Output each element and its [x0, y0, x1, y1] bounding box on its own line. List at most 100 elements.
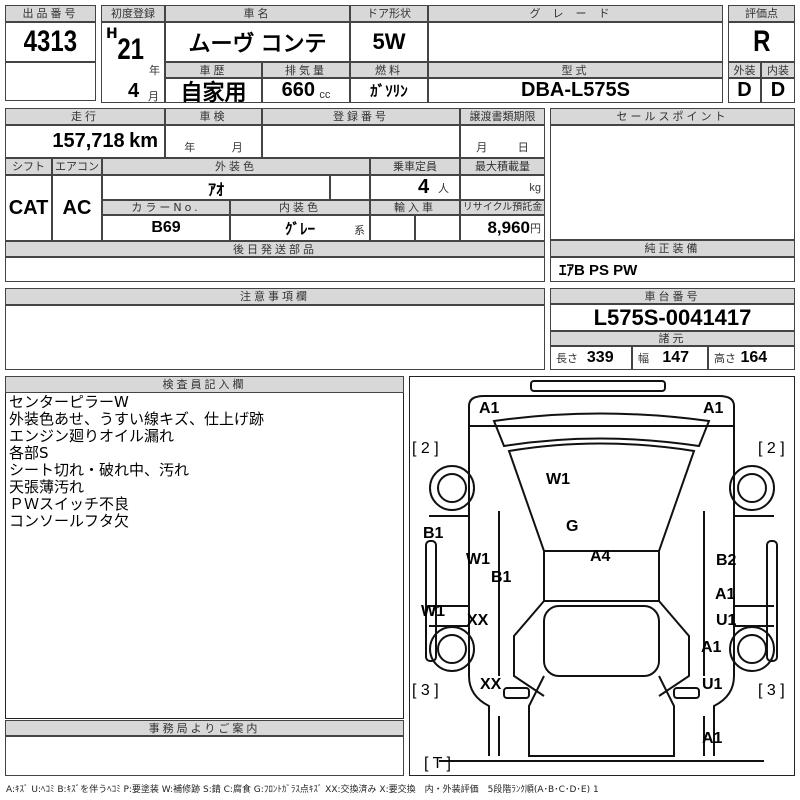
mark: W1: [546, 471, 570, 488]
ac-label: エアコン: [52, 158, 102, 175]
month-unit: 月: [148, 90, 159, 103]
mark: B2: [716, 552, 737, 569]
door-label: ドア形状: [350, 5, 428, 22]
mark: W1: [466, 551, 490, 568]
insp-month-unit: 月: [231, 142, 243, 154]
color-no: B69: [151, 219, 181, 236]
equipment: ｴｱB PS PW: [559, 262, 638, 279]
lot-label: 出品番号: [5, 5, 96, 22]
int-color-label: 内装色: [230, 200, 370, 215]
mark: B1: [491, 569, 512, 586]
int-score: D: [770, 79, 786, 101]
mark: U1: [702, 676, 723, 693]
ext-score: D: [737, 79, 752, 101]
reg-month: 4: [128, 80, 140, 102]
fuel-label: 燃料: [350, 62, 428, 78]
legend: A:ｷｽﾞ U:ﾍｺﾐ B:ｷｽﾞを伴うﾍｺﾐ P:要塗装 W:補修跡 S:錆 …: [6, 785, 599, 795]
ext-color-label: 外装色: [102, 158, 370, 175]
lot-empty: [5, 62, 96, 101]
max-load-label: 最大積載量: [460, 158, 545, 175]
mark: A4: [590, 548, 611, 565]
width-label: 幅: [638, 353, 649, 365]
transfer-label: 譲渡書類期限: [460, 108, 545, 125]
model-label: 型式: [428, 62, 723, 78]
import-label: 輸入車: [370, 200, 460, 215]
ext-color: ｱｵ: [207, 181, 224, 199]
ext-color-extra: [330, 175, 370, 200]
note: 各部S: [9, 444, 49, 462]
recycle-unit: 円: [530, 223, 541, 235]
import-cell-1: [370, 215, 415, 241]
mileage-unit: km: [129, 130, 158, 152]
int-color-suffix: 系: [354, 225, 365, 237]
first-reg-label: 初度登録: [101, 5, 165, 22]
car-name-label: 車名: [165, 5, 350, 22]
car-name: ムーヴ コンテ: [188, 31, 327, 56]
specs-label: 諸元: [550, 331, 795, 346]
insp-year-unit: 年: [184, 142, 196, 154]
transfer-month-unit: 月: [476, 142, 488, 154]
lot-cell: 4313: [5, 22, 96, 62]
mark: [ 2 ]: [412, 440, 439, 457]
office-label: 事務局よりご案内: [5, 720, 404, 736]
mark: [ T ]: [424, 755, 451, 772]
mark: A1: [715, 586, 736, 603]
later-parts-label: 後日発送部品: [5, 241, 545, 257]
color-no-label: カラーNo.: [102, 200, 230, 215]
score: R: [752, 25, 771, 58]
note: センターピラーW: [9, 393, 129, 411]
reg-no-label: 登録番号: [262, 108, 460, 125]
displacement: 660: [281, 79, 315, 101]
mileage: 157,718: [52, 130, 125, 152]
sales-point: [550, 125, 795, 240]
chassis-label: 車台番号: [550, 288, 795, 304]
ext-score-label: 外装: [728, 62, 761, 78]
score-label: 評価点: [728, 5, 795, 22]
mark: XX: [480, 676, 502, 693]
mark: G: [566, 518, 579, 535]
history: 自家用: [180, 79, 247, 105]
int-score-label: 内装: [761, 62, 795, 78]
history-label: 車歴: [165, 62, 262, 78]
height: 164: [740, 349, 768, 366]
mark: [ 3 ]: [412, 682, 439, 699]
sales-point-label: セールスポイント: [550, 108, 795, 125]
max-load-unit: kg: [529, 181, 541, 194]
inspection-label: 車検: [165, 108, 262, 125]
int-color: ｸﾞﾚｰ: [284, 220, 315, 238]
length-label: 長さ: [556, 353, 578, 365]
recycle-label: リサイクル預託金: [460, 200, 545, 215]
note: ＰＷスイッチ不良: [9, 495, 130, 513]
inspector-box: [5, 376, 404, 719]
inspector-label: 検査員記入欄: [5, 376, 404, 393]
shift-label: シフト: [5, 158, 52, 175]
inspector-notes: センターピラーW 外装色あせ、うすい線キズ、仕上げ跡 エンジン廻りオイル漏れ 各…: [9, 394, 264, 530]
mark: A1: [702, 730, 723, 747]
era: H: [106, 26, 118, 42]
note: 外装色あせ、うすい線キズ、仕上げ跡: [9, 410, 265, 428]
width: 147: [662, 349, 690, 366]
note: コンソールフタ欠: [9, 512, 130, 530]
mark: W1: [421, 603, 445, 620]
capacity-unit: 人: [438, 182, 449, 195]
mark: A1: [701, 639, 722, 656]
model: DBA-L575S: [521, 79, 630, 101]
grade-label: グレード: [428, 5, 723, 22]
mark: A1: [703, 400, 724, 417]
length: 339: [586, 349, 614, 366]
transfer-day-unit: 日: [517, 142, 529, 154]
mark: A1: [479, 400, 500, 417]
car-outline: [425, 380, 778, 762]
ac: AC: [62, 196, 92, 219]
import-cell-2: [415, 215, 460, 241]
displacement-label: 排気量: [262, 62, 350, 78]
note: エンジン廻りオイル漏れ: [9, 427, 175, 445]
caution: [5, 305, 545, 370]
mark: [ 2 ]: [758, 440, 785, 457]
capacity: 4: [417, 176, 430, 198]
shift: CAT: [8, 196, 49, 219]
note: シート切れ・破れ中、汚れ: [9, 461, 190, 479]
mark: XX: [467, 612, 489, 629]
recycle-fee: 8,960: [487, 218, 530, 237]
mark: U1: [716, 612, 737, 629]
